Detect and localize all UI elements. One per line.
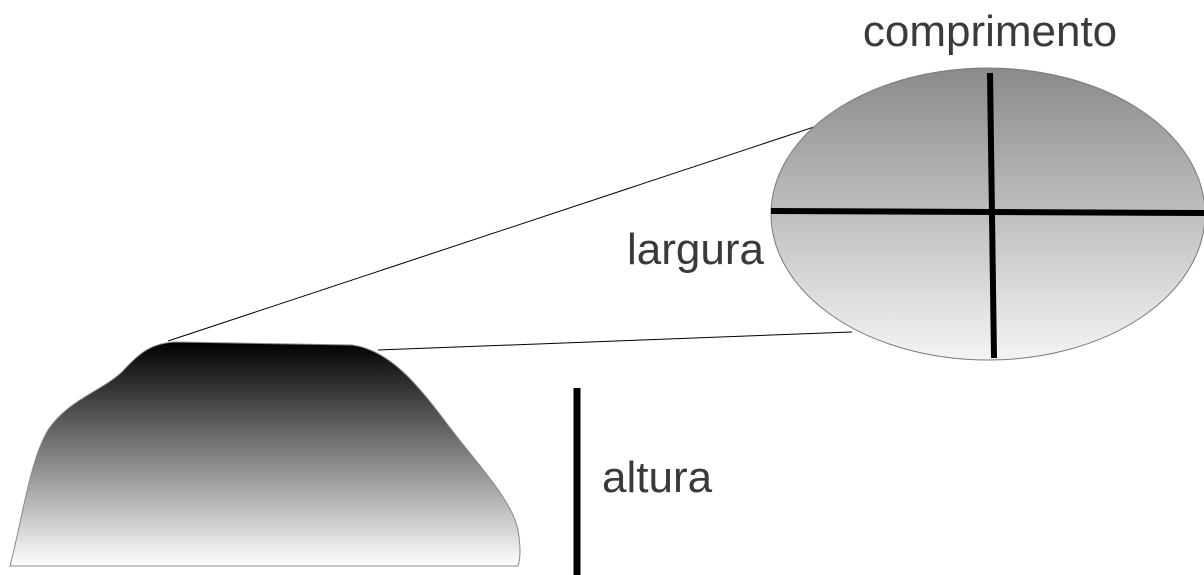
height-label: altura [602, 453, 713, 502]
width-axis-line [770, 208, 1204, 216]
length-axis-line [987, 72, 997, 359]
mound-shape [9, 341, 521, 567]
projection-line-upper [167, 123, 824, 342]
projection-line-lower [377, 331, 853, 351]
width-label: largura [627, 225, 764, 274]
length-label: comprimento [863, 7, 1117, 56]
